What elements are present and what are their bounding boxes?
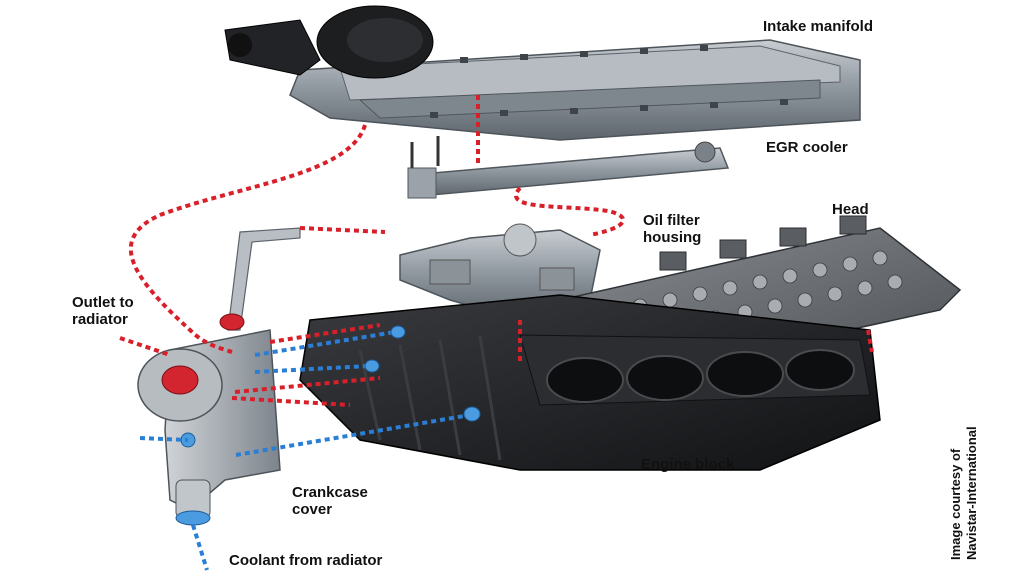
flow-path-block-to-pump-3	[231, 396, 351, 407]
label-engine-block: Engine block	[641, 456, 735, 473]
label-oil-filter-housing-line1: Oil filter	[643, 212, 700, 229]
label-outlet-to-radiator: Outlet to radiator	[72, 294, 172, 328]
cold-coolant-flow-paths	[139, 330, 471, 571]
flow-path-pump-side	[139, 436, 189, 442]
image-credit-line2: Navistar-International	[964, 426, 979, 560]
label-crankcase-cover-line1: Crankcase	[292, 484, 368, 501]
label-intake-manifold: Intake manifold	[763, 18, 874, 35]
label-crankcase-cover: Crankcase cover	[292, 484, 392, 518]
label-coolant-from-radiator: Coolant from radiator	[229, 552, 383, 569]
flow-path-egr-to-oil-filter	[514, 186, 626, 237]
image-credit-line1: Image courtesy of	[948, 448, 963, 560]
intake-manifold-bolts	[400, 45, 788, 118]
flow-path-block-to-pump-1	[269, 323, 381, 344]
intake-manifold-part	[224, 5, 861, 141]
label-outlet-to-radiator-line1: Outlet to	[72, 294, 134, 311]
image-credit: Image courtesy of Navistar-International	[948, 350, 1004, 560]
hot-coolant-flow-paths	[119, 95, 874, 407]
flow-path-manifold-to-pump	[128, 124, 367, 354]
egr-cooler-part	[407, 136, 730, 199]
block-coolant-ports	[364, 325, 481, 422]
label-crankcase-cover-line2: cover	[292, 501, 333, 518]
flow-path-head-right	[866, 329, 874, 353]
label-oil-filter-housing: Oil filter housing	[643, 212, 743, 246]
water-pump-crankcase-cover-part	[137, 227, 301, 526]
label-outlet-to-radiator-line2: radiator	[72, 311, 128, 328]
flow-path-radiator-inlet	[191, 524, 209, 571]
flow-path-block-to-pump-2	[234, 376, 381, 394]
flow-path-pump-to-block-1	[254, 330, 396, 357]
label-head: Head	[832, 201, 869, 218]
engine-block-part	[299, 294, 881, 471]
cylinder-bores	[546, 349, 855, 403]
flow-path-pump-to-block-3	[235, 413, 471, 457]
head-rocker-bosses	[659, 215, 867, 271]
label-egr-cooler: EGR cooler	[766, 139, 848, 156]
flow-path-pipe-top	[299, 226, 386, 234]
flow-path-pump-to-block-2	[254, 364, 369, 374]
label-oil-filter-housing-line2: housing	[643, 229, 702, 246]
